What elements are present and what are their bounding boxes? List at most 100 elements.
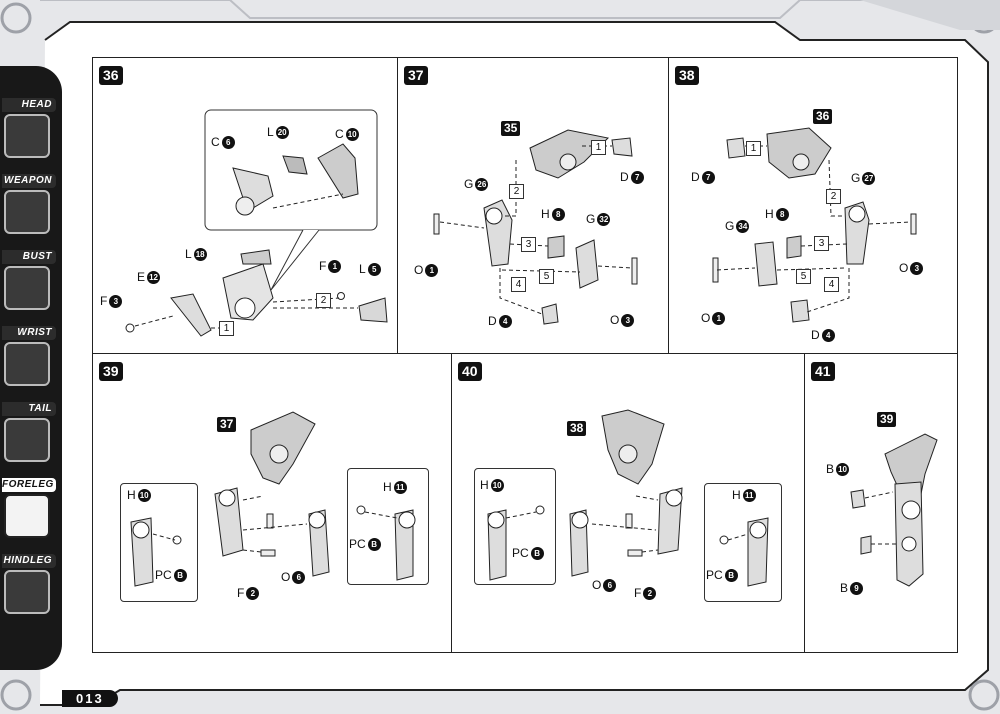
part-letter: PC <box>155 568 172 582</box>
part-letter: H <box>480 478 489 492</box>
step-number: 41 <box>811 362 835 381</box>
part-letter: G <box>464 177 474 191</box>
part-number: 7 <box>630 170 644 184</box>
detail-inset-right <box>704 483 782 602</box>
step-38-diagram <box>712 127 917 323</box>
hindleg-icon <box>4 570 50 614</box>
page-number: 013 <box>62 690 118 707</box>
part-letter: D <box>811 328 820 342</box>
part-letter: PC <box>512 546 529 560</box>
part-letter: B <box>826 462 835 476</box>
part-letter: D <box>488 314 497 328</box>
part-letter: O <box>281 570 291 584</box>
tab-label: TAIL <box>2 402 56 416</box>
part-number: 3 <box>109 294 123 308</box>
part-number: 27 <box>862 171 876 185</box>
part-number: 1 <box>328 259 342 273</box>
part-number: 4 <box>498 314 512 328</box>
foreleg-icon <box>4 494 50 538</box>
part-number: 9 <box>850 581 864 595</box>
tab-label: BUST <box>2 250 56 264</box>
part-letter: L <box>267 125 274 139</box>
step-number: 38 <box>675 66 699 85</box>
part-letter: B <box>840 581 849 595</box>
step-number: 40 <box>458 362 482 381</box>
step-39-diagram <box>130 411 416 587</box>
assembly-sequence-number: 1 <box>219 321 234 336</box>
assembly-sequence-number: 3 <box>521 237 536 252</box>
part-letter: F <box>237 586 245 600</box>
detail-inset-left <box>474 468 556 585</box>
assembly-sequence-number: 1 <box>591 140 606 155</box>
part-number: 7 <box>701 170 715 184</box>
sidebar: HEAD WEAPON BUST WRIST TAIL FORELEG HIND… <box>0 66 62 670</box>
part-number: 6 <box>603 578 617 592</box>
part-letter: H <box>765 207 774 221</box>
part-number: 18 <box>193 247 207 261</box>
tab-hindleg[interactable]: HINDLEG <box>0 554 58 618</box>
weapon-icon <box>4 190 50 234</box>
tab-tail[interactable]: TAIL <box>0 402 58 466</box>
part-letter: D <box>620 170 629 184</box>
part-number: 6 <box>292 570 306 584</box>
part-number: 6 <box>221 135 235 149</box>
part-letter: O <box>899 261 909 275</box>
assembly-sequence-number: 4 <box>511 277 526 292</box>
part-letter: O <box>592 578 602 592</box>
assembly-sequence-number: 5 <box>796 269 811 284</box>
tab-wrist[interactable]: WRIST <box>0 326 58 390</box>
part-letter: G <box>725 219 735 233</box>
tab-bust[interactable]: BUST <box>0 250 58 314</box>
step-40-diagram <box>487 409 769 587</box>
step-number: 39 <box>99 362 123 381</box>
part-number: 26 <box>475 177 489 191</box>
part-letter: F <box>100 294 108 308</box>
tab-weapon[interactable]: WEAPON <box>0 174 58 238</box>
part-letter: D <box>691 170 700 184</box>
part-number: 10 <box>836 462 850 476</box>
step-37-diagram <box>433 129 638 325</box>
assembly-sequence-number: 4 <box>824 277 839 292</box>
tab-foreleg[interactable]: FORELEG <box>0 478 58 542</box>
step-number: 37 <box>404 66 428 85</box>
part-letter: O <box>610 313 620 327</box>
part-number: 10 <box>137 488 151 502</box>
reference-step-badge: 35 <box>501 121 521 136</box>
part-number: 11 <box>742 488 756 502</box>
tail-icon <box>4 418 50 462</box>
step-36-diagram <box>125 109 388 337</box>
tab-head[interactable]: HEAD <box>0 98 58 162</box>
assembly-sequence-number: 5 <box>539 269 554 284</box>
part-number: 34 <box>736 219 750 233</box>
assembly-sequence-number: 2 <box>509 184 524 199</box>
part-number: 8 <box>775 207 789 221</box>
part-number: 5 <box>367 262 381 276</box>
part-letter: L <box>359 262 366 276</box>
part-letter: G <box>851 171 861 185</box>
part-letter: O <box>701 311 711 325</box>
part-number: B <box>724 568 738 582</box>
reference-step-badge: 36 <box>813 109 833 124</box>
